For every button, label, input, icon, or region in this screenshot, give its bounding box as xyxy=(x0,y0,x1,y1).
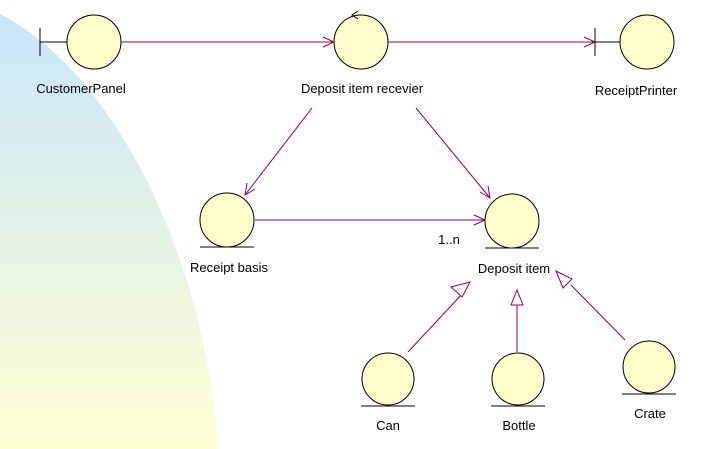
customer-panel-label: CustomerPanel xyxy=(36,81,126,96)
generalization-crate xyxy=(570,284,626,341)
customer-panel-node[interactable] xyxy=(39,14,122,70)
background-shape xyxy=(0,14,218,449)
receipt-printer-node[interactable] xyxy=(594,14,675,70)
connector-receiver-to-receipt-basis xyxy=(244,107,313,196)
bottle-node[interactable] xyxy=(491,352,545,407)
generalization-crate-triangle xyxy=(555,269,573,289)
crate-node[interactable] xyxy=(622,340,676,395)
deposit-item-node[interactable] xyxy=(484,193,540,249)
bottle-label: Bottle xyxy=(502,418,535,433)
deposit-item-label: Deposit item xyxy=(478,261,550,276)
can-label: Can xyxy=(376,418,400,433)
receipt-basis-node[interactable] xyxy=(199,192,255,248)
connector-receiver-to-deposit-item xyxy=(415,107,491,199)
arrowhead-receiver-to-receipt-basis xyxy=(244,182,256,196)
can-node[interactable] xyxy=(361,352,415,407)
receipt-printer-label: ReceiptPrinter xyxy=(595,83,678,98)
crate-label: Crate xyxy=(634,406,666,421)
generalization-can-triangle xyxy=(449,281,471,298)
generalization-can xyxy=(407,292,464,353)
generalization-bottle-triangle xyxy=(510,288,524,306)
multiplicity-label: 1..n xyxy=(438,232,460,247)
deposit-item-receiver-node[interactable] xyxy=(333,10,389,70)
deposit-item-receiver-label: Deposit item recevier xyxy=(301,81,424,96)
receipt-basis-label: Receipt basis xyxy=(190,260,269,275)
arrowhead-receiver-to-deposit-item xyxy=(479,185,491,199)
